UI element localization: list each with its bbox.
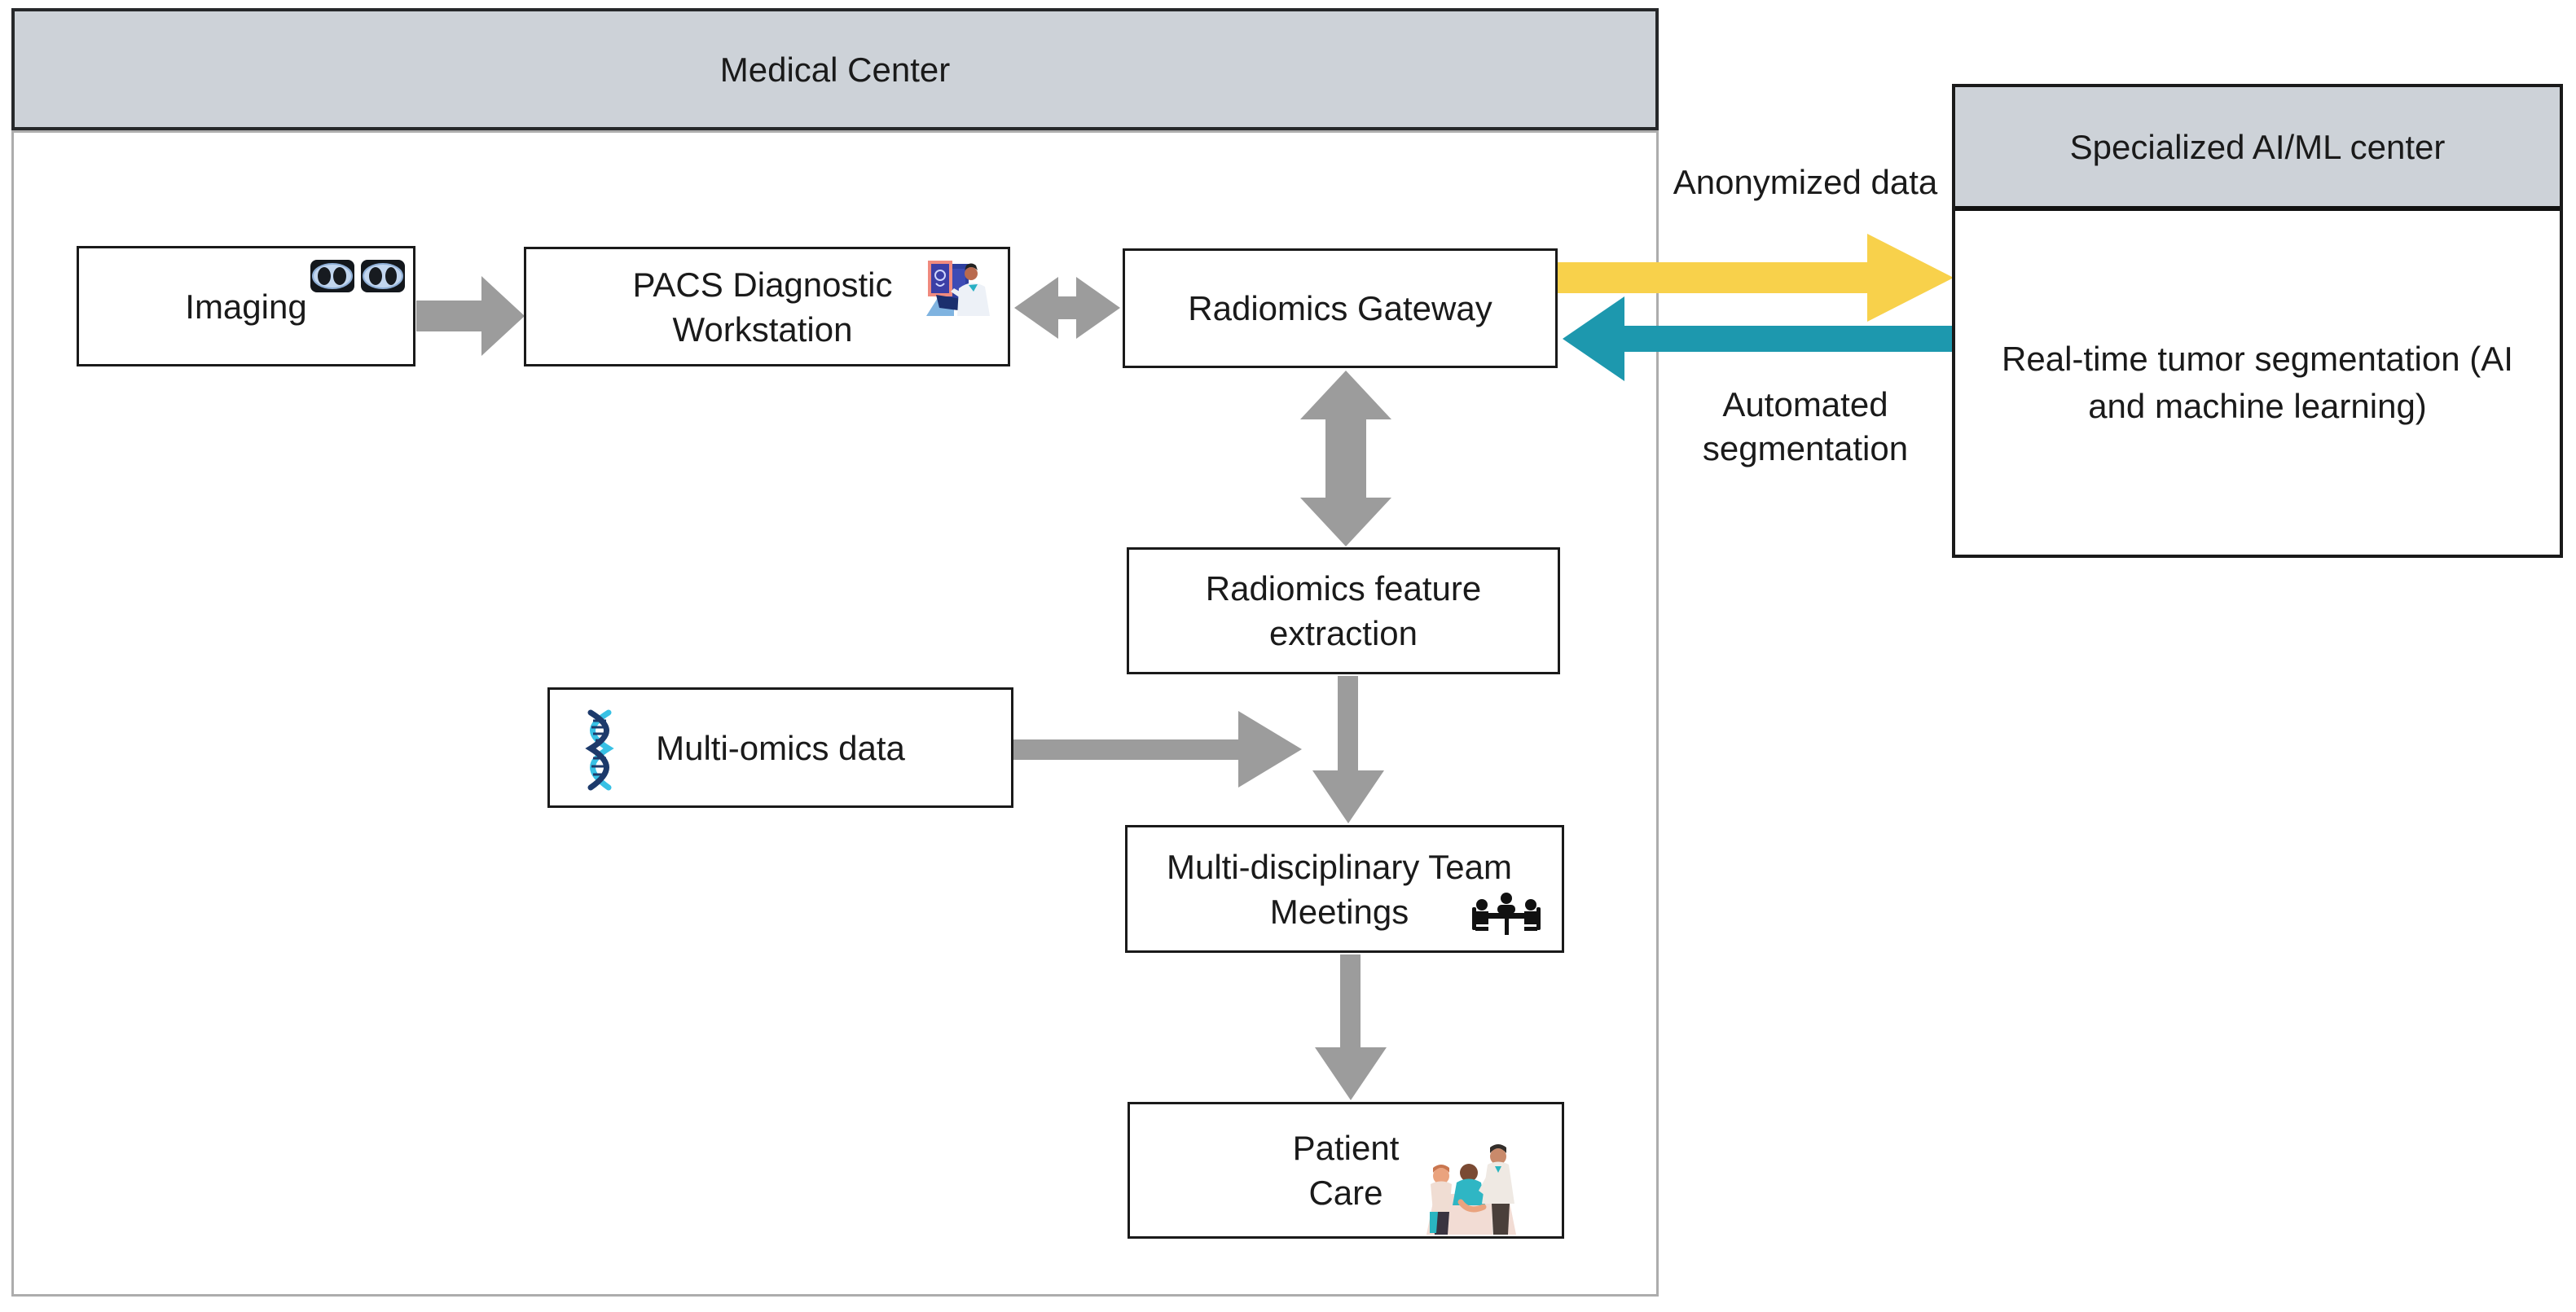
feature-extraction-label: Radiomics feature extraction — [1205, 569, 1482, 652]
arrow-head-right — [1867, 234, 1954, 322]
arrow-shaft — [1624, 326, 1954, 352]
arrow-gateway-feature-bidirectional — [1300, 371, 1391, 546]
patient-care-icon — [1417, 1134, 1524, 1240]
radiomics-gateway-box: Radiomics Gateway — [1123, 248, 1558, 368]
arrow-shaft — [416, 301, 481, 331]
mdt-label: Multi-disciplinary Team Meetings — [1166, 847, 1513, 931]
arrow-head-down — [1300, 498, 1391, 546]
arrow-feature-to-mdt — [1312, 676, 1384, 823]
patient-care-box: Patient Care — [1128, 1102, 1564, 1239]
arrow-head-up — [1300, 371, 1391, 419]
imaging-label: Imaging — [185, 287, 307, 326]
mdt-meetings-box: Multi-disciplinary Team Meetings — [1125, 825, 1564, 953]
arrow-anonymized-data — [1558, 234, 1954, 322]
ct-scan-icon — [310, 260, 354, 296]
ai-ml-center-body: Real-time tumor segmentation (AI and mac… — [1955, 211, 2560, 555]
ai-ml-center-header: Specialized AI/ML center — [1955, 87, 2560, 211]
ai-ml-center-title: Specialized AI/ML center — [2069, 127, 2446, 166]
arrow-automated-segmentation — [1563, 296, 1954, 381]
pacs-label: PACS Diagnostic Workstation — [632, 265, 893, 349]
meeting-table-icon — [1471, 891, 1541, 942]
arrow-pacs-gateway-bidirectional — [1014, 277, 1120, 339]
arrow-mdt-to-patient — [1315, 954, 1387, 1100]
medical-center-header: Medical Center — [11, 8, 1659, 130]
arrow-head-left — [1014, 277, 1058, 339]
medical-center-container — [11, 130, 1659, 1297]
gateway-label: Radiomics Gateway — [1188, 289, 1492, 327]
arrow-head-left — [1563, 296, 1624, 381]
radiologist-workstation-icon — [920, 259, 995, 323]
ct-scan-icon — [361, 260, 405, 296]
arrow-multiomics-join — [1013, 711, 1302, 788]
feature-extraction-box: Radiomics feature extraction — [1127, 547, 1560, 674]
arrow-shaft — [1013, 739, 1238, 760]
arrow-shaft — [1558, 262, 1867, 293]
pacs-workstation-box: PACS Diagnostic Workstation — [524, 247, 1010, 366]
anonymized-data-label: Anonymized data — [1673, 163, 1938, 201]
arrow-imaging-to-pacs — [416, 276, 525, 356]
medical-center-title: Medical Center — [719, 50, 951, 89]
arrow-shaft — [1058, 296, 1076, 319]
arrow-head-right — [1076, 277, 1120, 339]
arrow-head-right — [1238, 711, 1302, 788]
automated-segmentation-label: Automated segmentation — [1702, 385, 1909, 467]
ai-ml-center-box: Specialized AI/ML center Real-time tumor… — [1952, 84, 2563, 558]
arrow-shaft — [1325, 419, 1366, 498]
dna-helix-icon — [581, 709, 618, 795]
imaging-box: Imaging — [77, 246, 415, 366]
patient-care-label: Patient Care — [1292, 1129, 1400, 1212]
arrow-shaft — [1340, 954, 1361, 1047]
arrow-head-down — [1315, 1047, 1387, 1100]
arrow-head-right — [481, 276, 525, 356]
multi-omics-box: Multi-omics data — [547, 687, 1013, 808]
arrow-shaft — [1338, 676, 1358, 770]
ai-ml-body-text: Real-time tumor segmentation (AI and mac… — [2002, 340, 2513, 425]
arrow-head-down — [1312, 770, 1384, 823]
multi-omics-label: Multi-omics data — [656, 728, 905, 767]
